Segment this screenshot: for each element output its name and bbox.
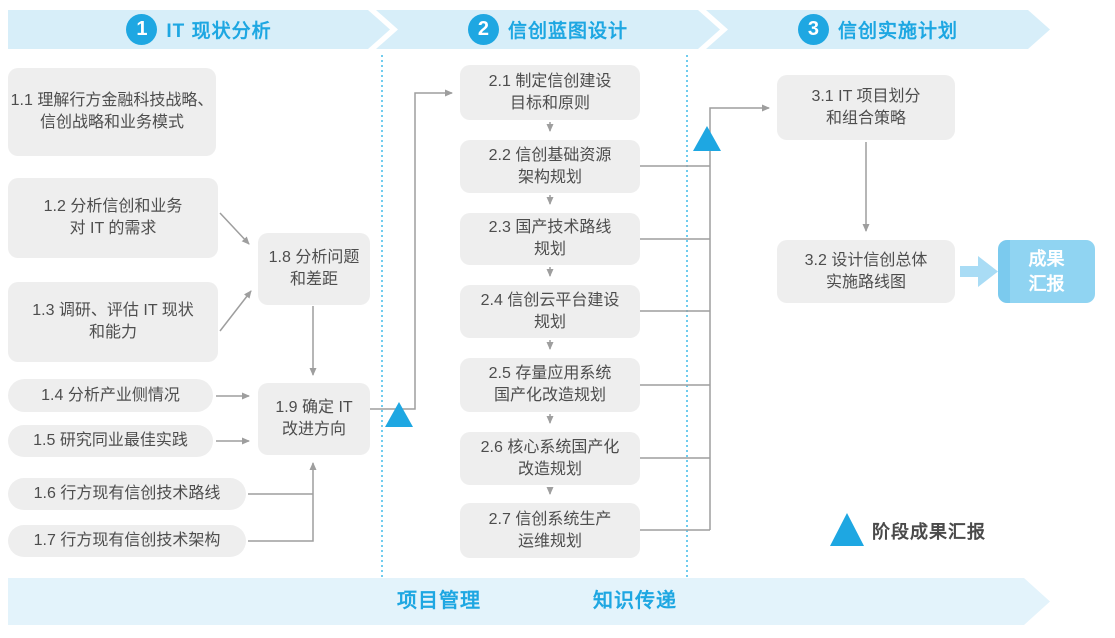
step-1-9: 1.9 确定 IT 改进方向 — [258, 383, 370, 455]
phase-banner-3: 3 信创实施计划 — [706, 10, 1050, 49]
phase-3-number-badge: 3 — [798, 14, 829, 45]
step-2-4: 2.4 信创云平台建设 规划 — [460, 285, 640, 338]
step-1-2: 1.2 分析信创和业务 对 IT 的需求 — [8, 178, 218, 258]
milestone-triangle-phase2 — [693, 126, 721, 151]
footer-label-project-management: 项目管理 — [397, 590, 481, 612]
step-2-6: 2.6 核心系统国产化 改造规划 — [460, 432, 640, 485]
footer-label-knowledge-transfer: 知识传递 — [593, 590, 677, 612]
step-3-2: 3.2 设计信创总体 实施路线图 — [777, 240, 955, 303]
step-3-1: 3.1 IT 项目划分 和组合策略 — [777, 75, 955, 140]
step-2-2: 2.2 信创基础资源 架构规划 — [460, 140, 640, 193]
phase-2-title: 信创蓝图设计 — [507, 21, 628, 42]
step-1-5: 1.5 研究同业最佳实践 — [8, 425, 213, 457]
phase-3-title: 信创实施计划 — [837, 21, 958, 42]
phase-banner-1: 1 IT 现状分析 — [8, 10, 390, 49]
step-2-3: 2.3 国产技术路线 规划 — [460, 213, 640, 265]
legend-triangle-icon — [830, 513, 864, 546]
step-1-3: 1.3 调研、评估 IT 现状 和能力 — [8, 282, 218, 362]
legend-label: 阶段成果汇报 — [872, 522, 986, 542]
footer-band — [8, 578, 1050, 625]
phase-banner-2: 2 信创蓝图设计 — [376, 10, 720, 49]
outcome-report-box: 成果 汇报 — [998, 240, 1095, 303]
step-1-7: 1.7 行方现有信创技术架构 — [8, 525, 246, 557]
step-1-1: 1.1 理解行方金融科技战略、 信创战略和业务模式 — [8, 68, 216, 156]
step-2-7: 2.7 信创系统生产 运维规划 — [460, 503, 640, 558]
outcome-arrow-icon — [960, 256, 998, 287]
step-1-8: 1.8 分析问题 和差距 — [258, 233, 370, 305]
phase-2-number-badge: 2 — [468, 14, 499, 45]
phase-1-number-badge: 1 — [126, 14, 157, 45]
step-2-5: 2.5 存量应用系统 国产化改造规划 — [460, 358, 640, 412]
phase-1-title: IT 现状分析 — [166, 21, 272, 42]
step-1-6: 1.6 行方现有信创技术路线 — [8, 478, 246, 510]
step-2-1: 2.1 制定信创建设 目标和原则 — [460, 65, 640, 120]
step-1-4: 1.4 分析产业侧情况 — [8, 379, 213, 412]
milestone-triangle-phase1 — [385, 402, 413, 427]
